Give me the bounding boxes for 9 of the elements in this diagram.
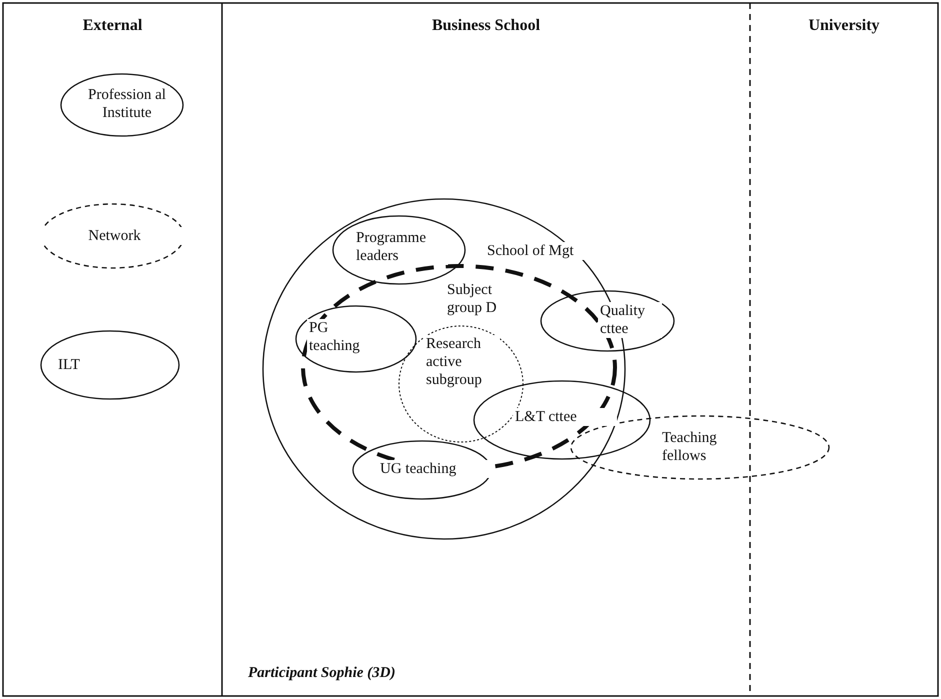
column-heading: External bbox=[82, 17, 144, 35]
group-label: Research active subgroup bbox=[424, 335, 500, 389]
group-label: Quality cttee bbox=[598, 302, 662, 338]
column-heading: University bbox=[807, 17, 881, 35]
group-label: Programme leaders bbox=[354, 229, 448, 265]
participant-note: Participant Sophie (3D) bbox=[248, 664, 396, 682]
group-label: L&T cttee bbox=[513, 408, 617, 426]
group-label: UG teaching bbox=[378, 460, 492, 478]
column-heading: Business School bbox=[430, 17, 542, 35]
